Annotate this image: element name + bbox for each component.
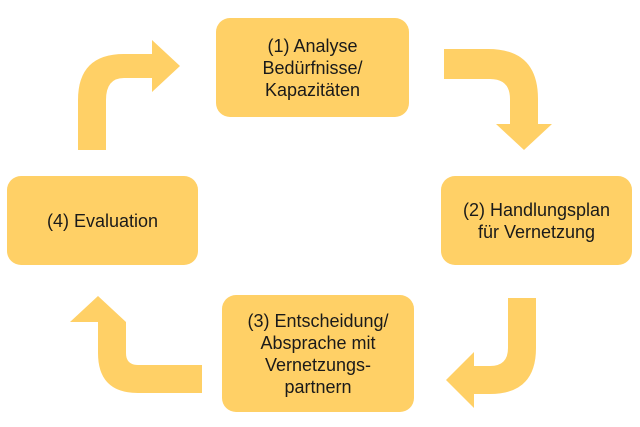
step-1-line-1: (1) Analyse [267, 35, 358, 56]
arrow-step2-to-step3-icon [446, 298, 536, 408]
step-2-line-2: für Vernetzung [477, 221, 596, 242]
arrow-step4-to-step1-icon [78, 40, 180, 150]
step-1-line-2: Bedürfnisse/ [262, 57, 363, 78]
step-3-line-2: Absprache mit [260, 332, 376, 353]
step-2-box: (2) Handlungsplan für Vernetzung [441, 176, 632, 265]
step-3-line-3: Vernetzungs- [264, 354, 372, 375]
step-2-text: (2) Handlungsplan für Vernetzung [463, 199, 610, 243]
step-3-text: (3) Entscheidung/ Absprache mit Vernetzu… [247, 310, 388, 398]
arrow-step1-to-step2-icon [444, 49, 552, 150]
step-1-box: (1) Analyse Bedürfnisse/ Kapazitäten [216, 18, 409, 117]
step-4-line-1: (4) Evaluation [46, 210, 159, 231]
arrow-step3-to-step4-icon [70, 296, 202, 393]
step-4-text: (4) Evaluation [47, 210, 158, 232]
step-3-line-4: partnern [284, 376, 352, 397]
step-1-text: (1) Analyse Bedürfnisse/ Kapazitäten [262, 35, 362, 101]
step-4-box: (4) Evaluation [7, 176, 198, 265]
step-3-box: (3) Entscheidung/ Absprache mit Vernetzu… [222, 295, 414, 412]
step-1-line-3: Kapazitäten [264, 79, 361, 100]
step-3-line-1: (3) Entscheidung/ [247, 310, 389, 331]
step-2-line-1: (2) Handlungsplan [462, 199, 611, 220]
